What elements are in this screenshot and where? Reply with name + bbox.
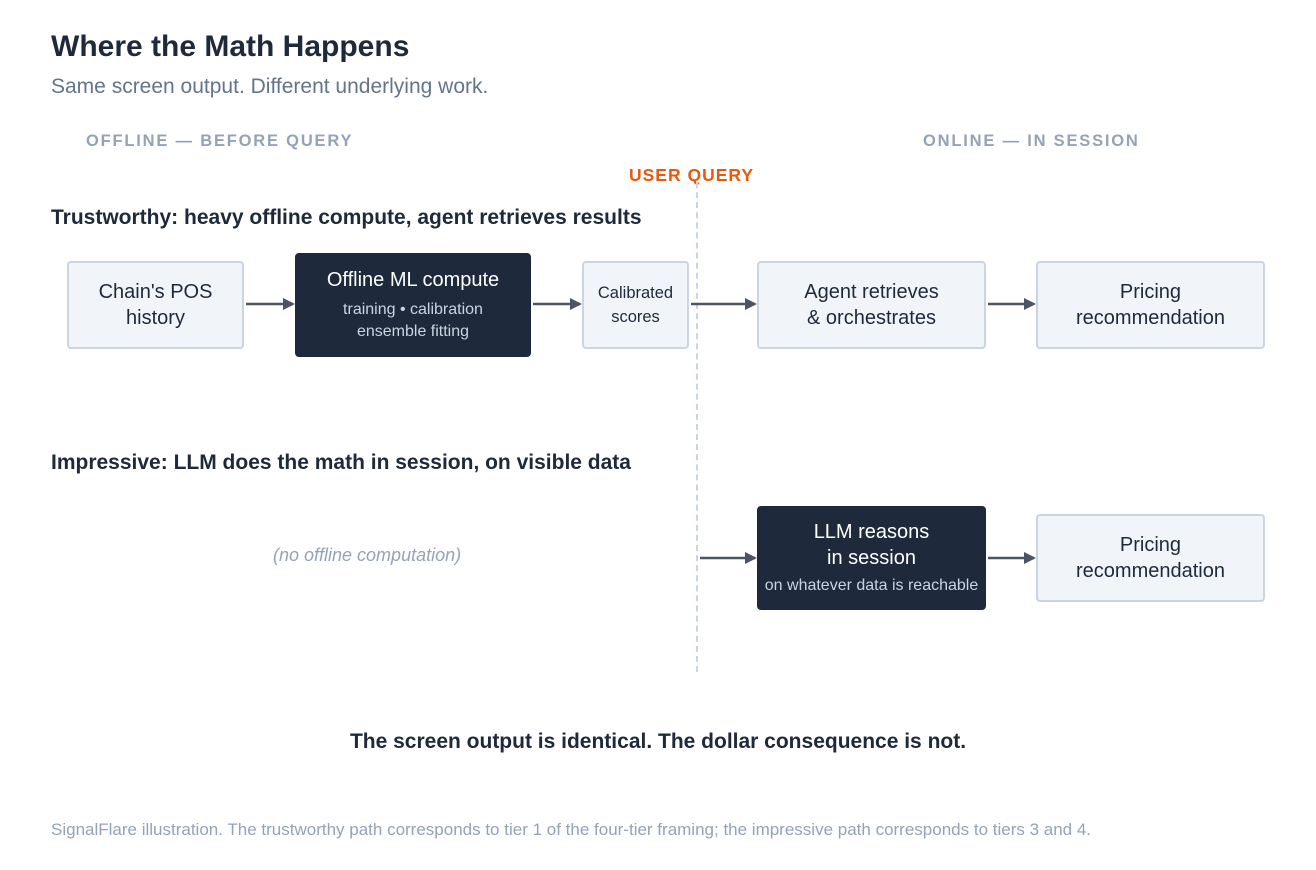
node-pricing-impressive-label: Pricing recommendation — [1076, 534, 1225, 582]
query-divider-line — [696, 182, 698, 672]
node-pos-history-label: Chain's POS history — [98, 281, 213, 329]
footer-note: SignalFlare illustration. The trustworth… — [51, 820, 1092, 839]
node-offline-ml-compute-label: Offline ML compute — [326, 269, 500, 291]
diagram-title: Where the Math Happens — [51, 30, 410, 63]
no-offline-note: (no offline computation) — [273, 545, 462, 565]
node-llm-reasons: LLM reasons in session on whatever data … — [757, 506, 986, 610]
node-llm-reasons-label: LLM reasons in session — [813, 521, 930, 569]
conclusion-text: The screen output is identical. The doll… — [349, 730, 967, 753]
node-llm-reasons-sublabel: on whatever data is reachable — [764, 577, 979, 594]
node-offline-ml-compute: Offline ML compute training • calibratio… — [295, 253, 531, 357]
phase-label-offline: OFFLINE — BEFORE QUERY — [86, 132, 354, 150]
node-pricing-trustworthy: Pricing recommendation — [1036, 261, 1265, 349]
node-calibrated-scores: Calibrated scores — [582, 261, 689, 349]
node-pos-history: Chain's POS history — [67, 261, 244, 349]
node-agent-retrieves: Agent retrieves & orchestrates — [757, 261, 986, 349]
node-agent-retrieves-label: Agent retrieves & orchestrates — [804, 281, 939, 329]
node-calibrated-scores-label: Calibrated scores — [597, 284, 674, 326]
diagram-subtitle: Same screen output. Different underlying… — [51, 75, 489, 98]
node-pricing-trustworthy-label: Pricing recommendation — [1076, 281, 1225, 329]
impressive-heading: Impressive: LLM does the math in session… — [51, 451, 631, 474]
node-offline-ml-compute-sublabel: training • calibration ensemble fitting — [343, 301, 483, 340]
trustworthy-heading: Trustworthy: heavy offline compute, agen… — [51, 206, 642, 229]
phase-label-online: ONLINE — IN SESSION — [923, 132, 1140, 150]
user-query-label: USER QUERY — [629, 165, 755, 185]
node-pricing-impressive: Pricing recommendation — [1036, 514, 1265, 602]
